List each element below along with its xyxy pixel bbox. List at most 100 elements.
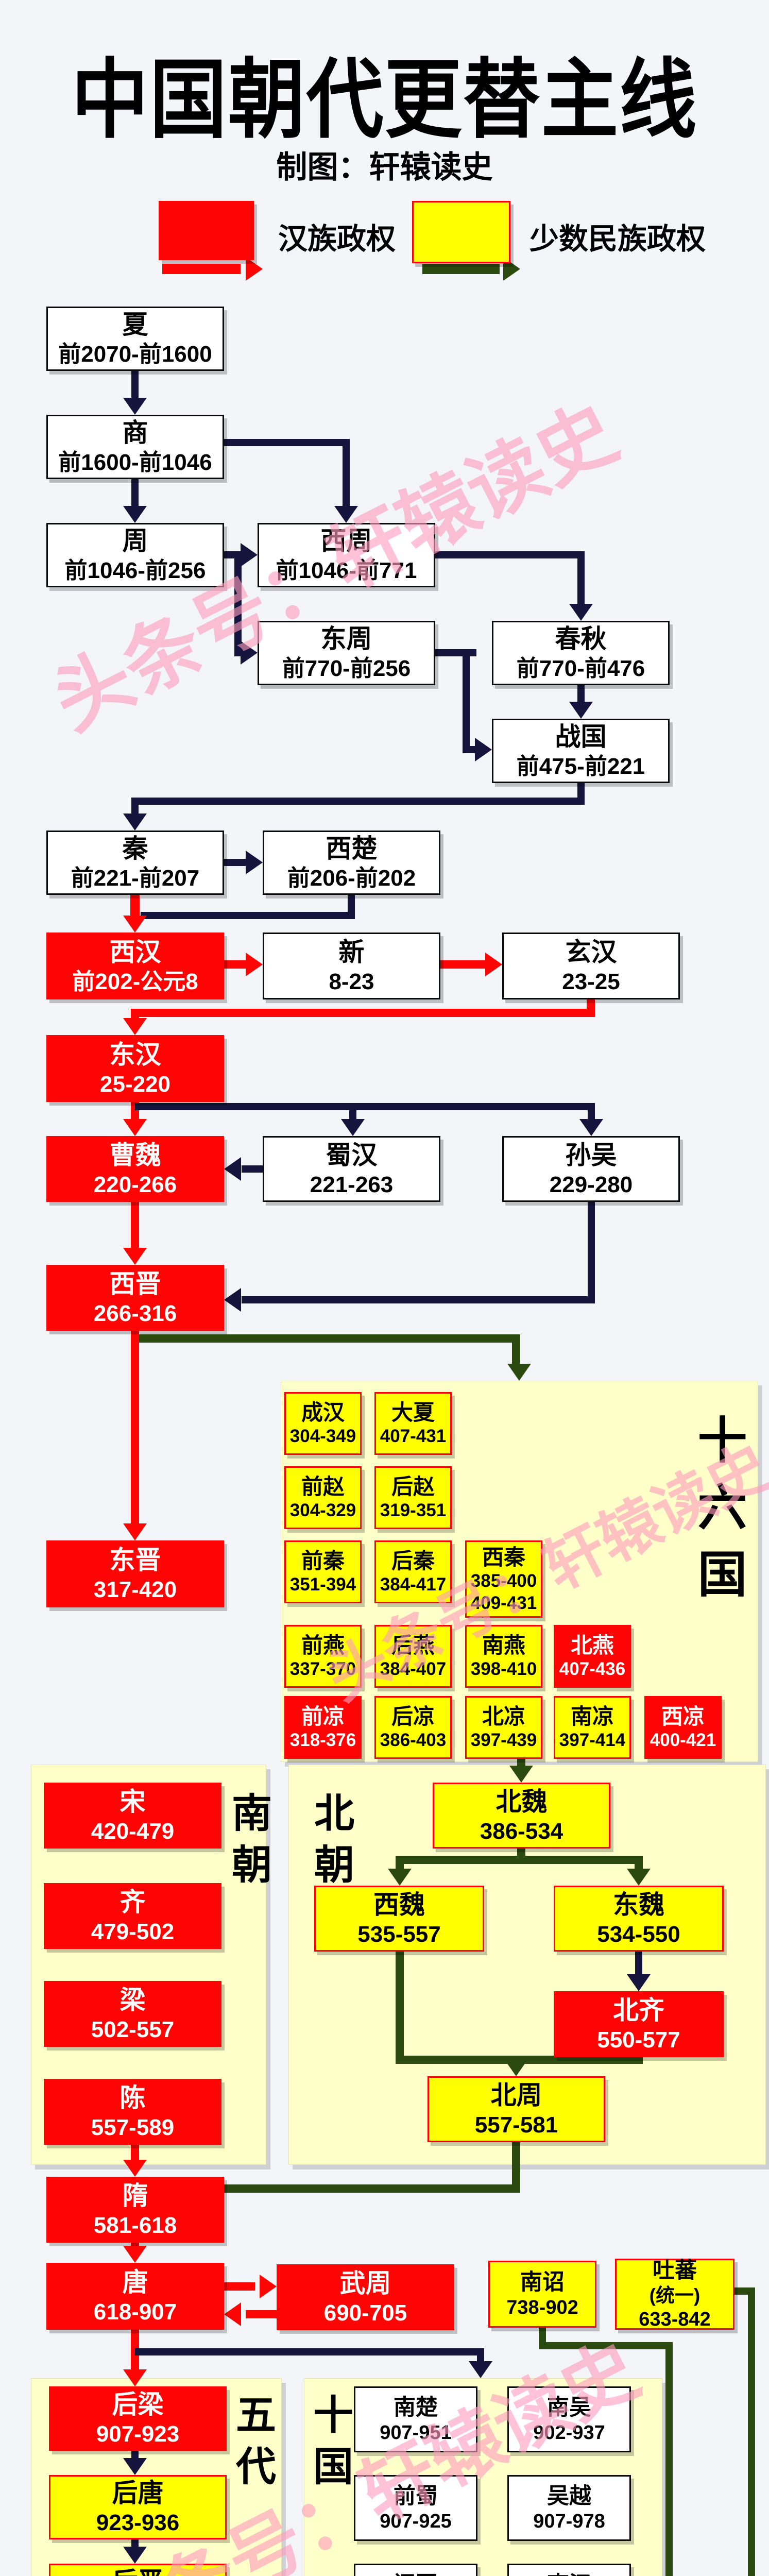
arrow-head-icon [123,1119,147,1136]
connector-segment [577,685,585,703]
dynasty-years-wuzhou: 690-705 [323,2300,407,2326]
connector-segment [539,2342,673,2349]
connector-segment [131,798,585,805]
dynasty-years-song: 420-479 [91,1818,175,1844]
connector-segment [577,551,585,605]
dynasty-box-tubo: 吐蕃(统一)633-842 [615,2258,734,2330]
legend-han-swatch [159,201,254,260]
connector-segment [130,895,140,917]
legend-han-label: 汉族政权 [278,223,396,256]
dynasty-name-chenghan: 成汉 [301,1400,345,1425]
connector-segment [135,1103,595,1110]
dynasty-box-chunqiu: 春秋前770-前476 [492,621,670,685]
dynasty-years-shuhan: 221-263 [310,1172,394,1197]
dynasty-name-houqin: 后秦 [391,1549,435,1573]
arrow-head-icon [579,1119,603,1136]
arrow-head-icon [123,2246,147,2263]
connector-segment [131,1009,595,1017]
dynasty-years-sunwu: 229-280 [549,1172,633,1197]
dynasty-years-houqin: 384-417 [380,1574,447,1595]
dynasty-box-dongzhou: 东周前770-前256 [258,621,435,685]
arrow-head-icon [123,2160,147,2177]
arrow-head-icon [569,604,593,621]
connector-segment [242,1165,263,1173]
connector-segment [234,649,242,656]
connector-segment [246,2310,277,2318]
connector-segment [131,1009,139,1020]
dynasty-years-wuyue: 907-978 [533,2511,605,2533]
chart-subtitle: 制图：轩辕读史 [276,150,493,184]
dynasty-name-xijin: 西晋 [109,1269,161,1298]
arrow-head-icon [123,916,147,933]
dynasty-name-nanyan: 南燕 [482,1633,525,1658]
dynasty-name-xichu: 西楚 [326,834,378,863]
dynasty-name-zhanguo: 战国 [555,722,607,752]
dynasty-name-xihan: 西汉 [109,937,161,967]
dynasty-years-houzhao: 319-351 [380,1500,447,1521]
dynasty-years-houtang: 923-936 [96,2510,180,2536]
arrow-head-icon [507,1364,531,1381]
arrow-head-icon [123,506,147,523]
dynasty-years-houyan: 384-407 [380,1659,447,1680]
connector-segment [396,1856,643,1864]
dynasty-box-houjin: 后晋936-947 [49,2564,227,2576]
dynasty-years-xiwei: 535-557 [357,1921,441,1947]
arrow-head-icon [388,1869,412,1886]
connector-segment [588,1202,595,1300]
arrow-head-icon [260,2275,277,2298]
dynasty-years-zhanguo: 前475-前221 [516,754,645,779]
dynasty-name-tubo: 吐蕃 [653,2258,697,2283]
connector-segment [635,1856,643,1870]
dynasty-box-qin: 秦前221-前207 [46,831,224,895]
dynasty-box-xia: 夏前2070-前1600 [46,307,224,371]
dynasty-name-qianzhao: 前赵 [301,1475,345,1499]
dynasty-years-dongzhou: 前770-前256 [282,656,411,682]
connector-segment [512,2142,520,2193]
dynasty-name-xuanhan: 玄汉 [565,937,617,967]
connector-segment [131,1202,139,1249]
arrow-head-icon [627,1869,651,1886]
connector-segment [463,746,476,753]
period-label-wudai: 五代 [230,2394,276,2497]
dynasty-name-nanchu: 南楚 [394,2395,438,2420]
dynasty-box-zhou: 周前1046-前256 [46,523,224,587]
dynasty-name-houliang: 后梁 [112,2390,164,2419]
dynasty-years-qin: 前221-前207 [71,866,200,891]
dynasty-years-xuanhan: 23-25 [562,969,620,994]
dynasty-name-shang: 商 [122,418,148,448]
arrow-head-icon [224,1157,241,1181]
connector-segment [131,2243,139,2247]
arrow-head-icon [509,1766,533,1783]
arrow-head-icon [123,1248,147,1265]
dynasty-years-xin: 8-23 [329,969,374,994]
dynasty-name-xin: 新 [338,937,365,967]
dynasty-years-qianzhao: 304-329 [289,1500,356,1521]
arrow-head-icon [241,641,258,665]
arrow-head-icon [123,2458,147,2475]
dynasty-name-donghan: 东汉 [109,1040,161,1069]
dynasty-name-nanhan: 南汉 [547,2571,591,2576]
dynasty-name-xiliang: 西凉 [661,1704,705,1729]
dynasty-name-caowei: 曹魏 [109,1140,161,1170]
dynasty-name-song: 宋 [119,1787,146,1816]
arrow-head-icon [123,1018,147,1035]
dynasty-years-xiqin: 385-400 [470,1570,537,1591]
dynasty-name-dongwei: 东魏 [613,1890,664,1919]
arrow-head-icon [246,953,263,976]
connector-segment [440,960,487,969]
